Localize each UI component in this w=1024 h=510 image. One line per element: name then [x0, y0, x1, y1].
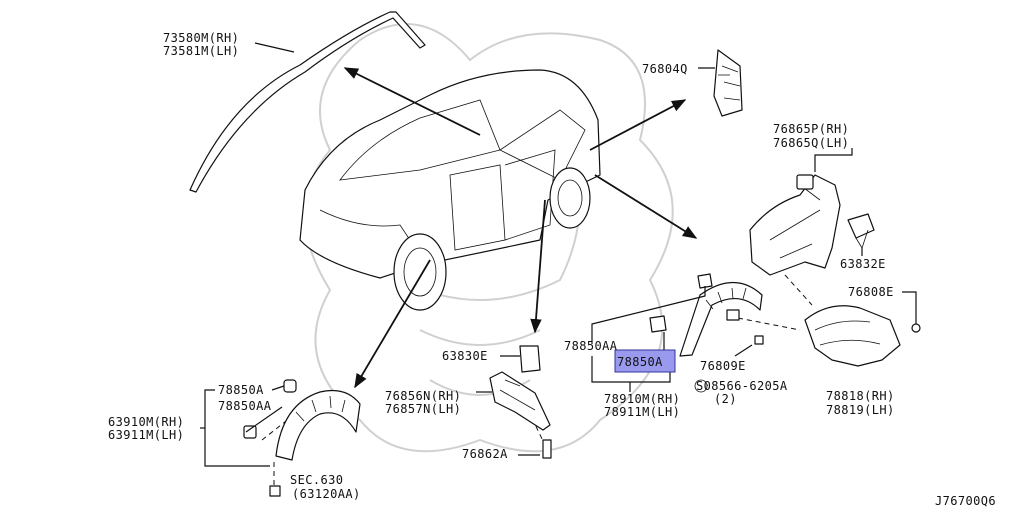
label-78850aa-rear[interactable]: 78850AA — [564, 339, 618, 353]
part-76865p — [749, 148, 853, 276]
roof-molding-leader — [254, 42, 295, 53]
label-screw-qty: (2) — [714, 392, 737, 406]
arrow-rear-cover — [594, 174, 698, 239]
arrow-roof-molding — [343, 67, 481, 136]
part-78850aa-rear-clip — [591, 273, 713, 344]
label-78850a-front[interactable]: 78850A — [218, 383, 264, 397]
car-illustration — [299, 69, 601, 311]
label-76804q[interactable]: 76804Q — [642, 62, 688, 76]
label-76857n-lh[interactable]: 76857N(LH) — [385, 402, 461, 416]
label-76862a[interactable]: 76862A — [462, 447, 508, 461]
label-63832e[interactable]: 63832E — [840, 257, 886, 271]
screw-symbol-icon — [694, 379, 708, 393]
roof-molding-part — [189, 11, 426, 193]
label-63911m-lh[interactable]: 63911M(LH) — [108, 428, 184, 442]
label-sec-630[interactable]: SEC.630 — [290, 473, 343, 487]
arrow-side-bracket — [530, 199, 546, 334]
label-roof-molding-rh[interactable]: 73580M(RH) — [163, 31, 239, 45]
label-76865p-rh[interactable]: 76865P(RH) — [773, 122, 849, 136]
front-callout-bracket — [200, 385, 285, 467]
label-76865q-lh[interactable]: 76865Q(LH) — [773, 136, 849, 150]
label-78819-lh[interactable]: 78819(LH) — [826, 403, 895, 417]
label-78818-rh[interactable]: 78818(RH) — [826, 389, 895, 403]
part-78910m — [679, 282, 764, 357]
part-78850a-rear-clip — [649, 315, 667, 333]
highlighted-part-box[interactable] — [614, 349, 676, 373]
part-63910m — [243, 379, 361, 497]
label-76808e[interactable]: 76808E — [848, 285, 894, 299]
part-78818 — [804, 305, 901, 367]
label-screw-08566[interactable]: S08566-6205A — [696, 379, 788, 393]
rear-callout-bracket — [591, 332, 753, 392]
label-63910m-rh[interactable]: 63910M(RH) — [108, 415, 184, 429]
diagram-code: J76700Q6 — [935, 494, 996, 508]
part-76804q — [698, 49, 743, 117]
label-76809e[interactable]: 76809E — [700, 359, 746, 373]
label-63830e[interactable]: 63830E — [442, 349, 488, 363]
label-78850a-highlighted[interactable]: 78850A — [617, 355, 663, 369]
label-roof-molding-lh[interactable]: 73581M(LH) — [163, 44, 239, 58]
part-76856n — [476, 345, 552, 459]
label-63120aa[interactable]: (63120AA) — [292, 487, 361, 501]
part-63832e — [847, 213, 875, 256]
part-76808e — [902, 291, 921, 333]
label-78850aa-front[interactable]: 78850AA — [218, 399, 272, 413]
label-78910m-rh[interactable]: 78910M(RH) — [604, 392, 680, 406]
label-76856n-rh[interactable]: 76856N(RH) — [385, 389, 461, 403]
arrow-rear-upper — [589, 99, 687, 151]
label-78911m-lh[interactable]: 78911M(LH) — [604, 405, 680, 419]
arrow-front-protector — [354, 259, 431, 389]
